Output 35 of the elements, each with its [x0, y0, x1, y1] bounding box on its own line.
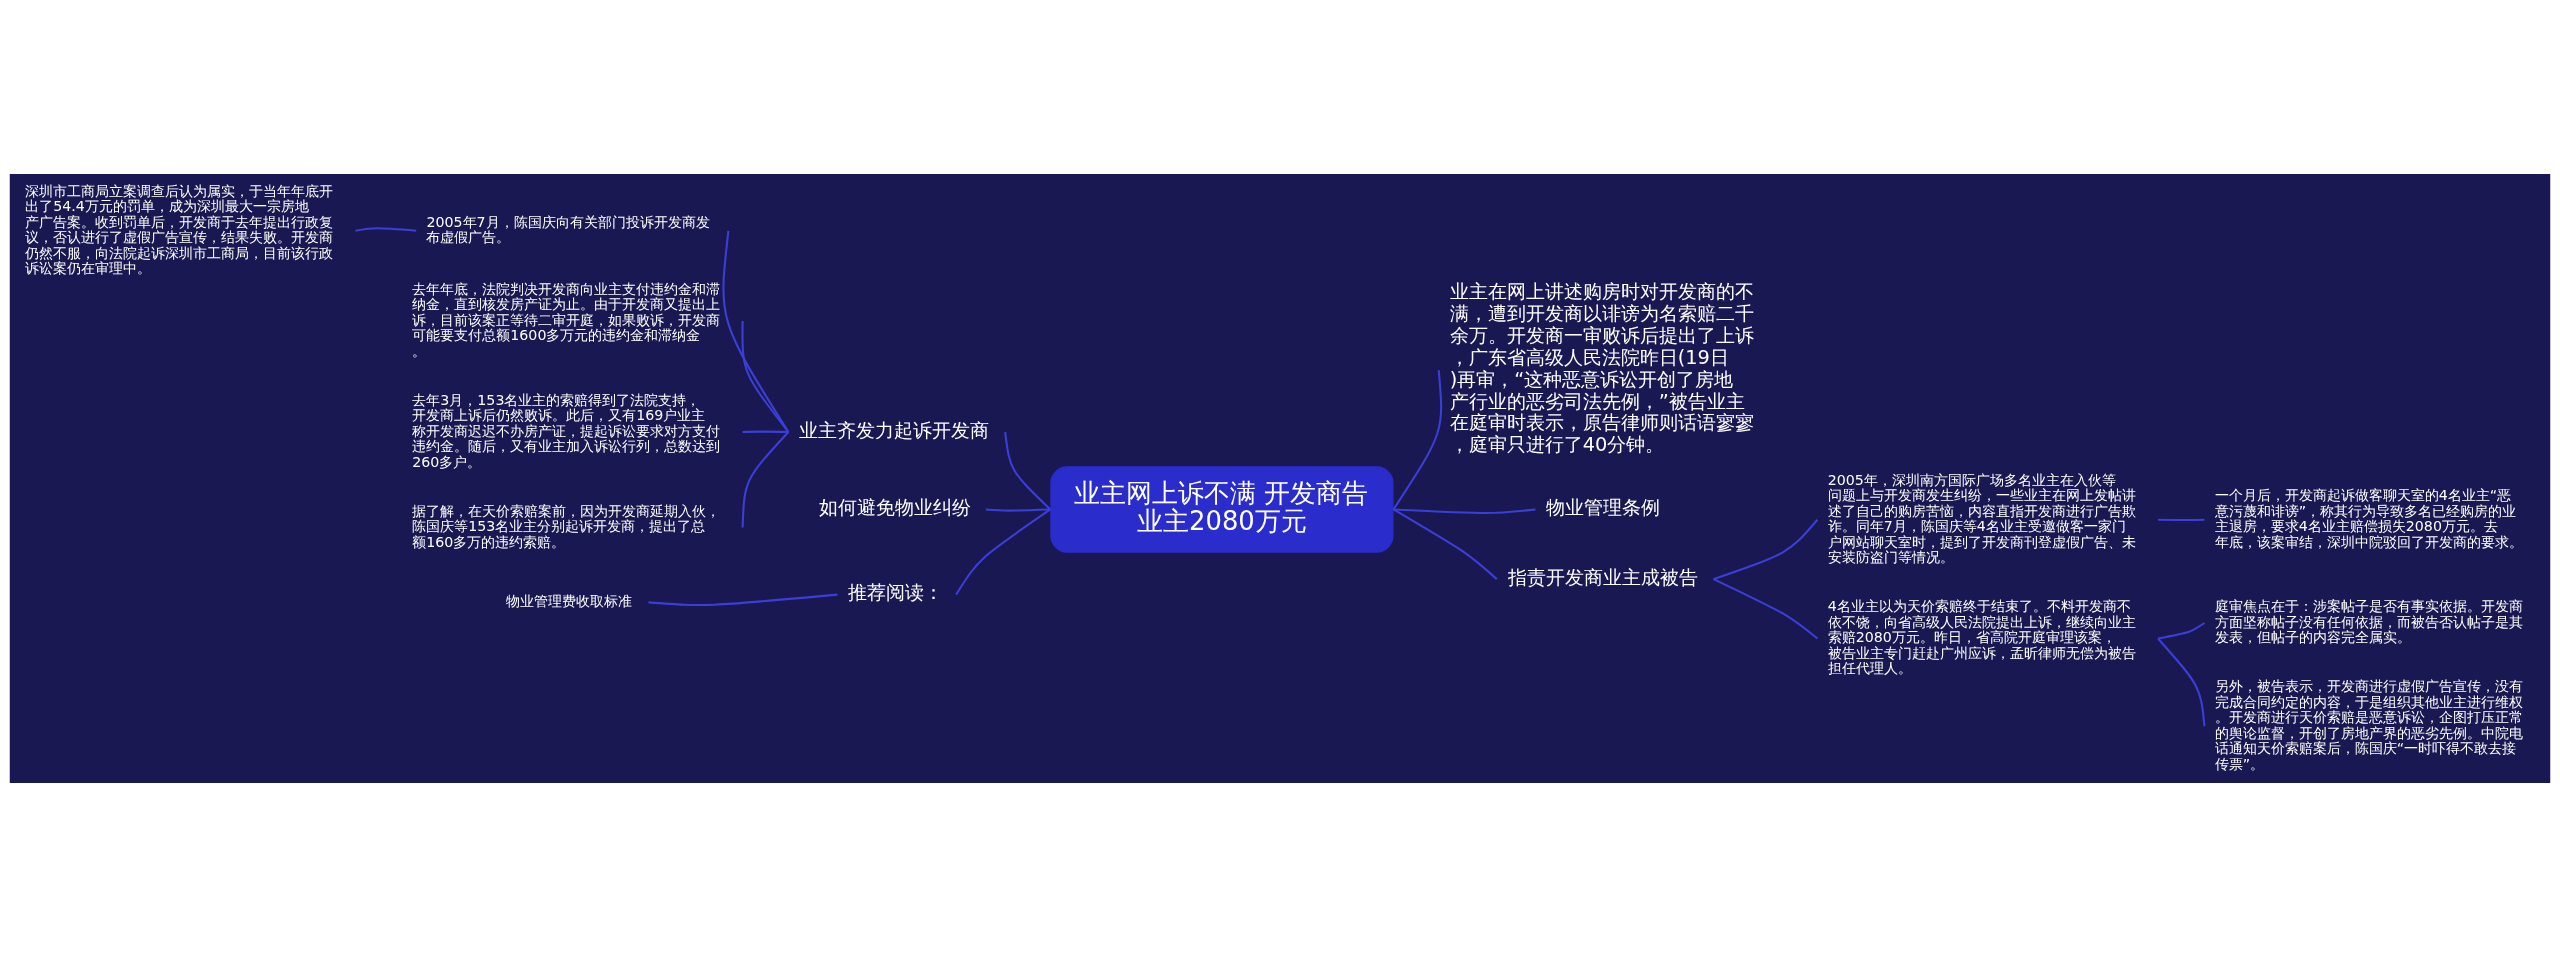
- connector: [985, 508, 1051, 512]
- node-text: 业主齐发力起诉开发商: [799, 418, 990, 442]
- connector: [2157, 637, 2206, 727]
- connector: [2158, 518, 2205, 522]
- node-text: 据了解，在天价索赔案前，因为开发商延期入伙，陈国庆等153名业主分别起诉开发商，提出了总额160多万的违约索赔。: [412, 502, 721, 550]
- connector: [955, 508, 1051, 596]
- node-text: 推荐阅读：: [847, 581, 943, 605]
- connector: [1393, 508, 1536, 514]
- node-box: 业主网上诉不满 开发商告业主2080万元: [1050, 466, 1394, 553]
- node-text: 指责开发商业主成被告: [1507, 565, 1698, 589]
- connector: [741, 321, 790, 433]
- node-text: 一个月后，开发商起诉做客聊天室的4名业主“恶意污蔑和诽谤”，称其行为导致多名已经购房的业主退房，要求4名业主赔偿损失2080万元。去年底，该案审结，深圳中院驳回了开发商的要求。: [2214, 487, 2523, 550]
- connector: [2157, 622, 2206, 640]
- node-text: 4名业主以为天价索赔终于结束了。不料开发商不依不饶，向省高级人民法院提出上诉，继续向业主索赔2080万元。昨日，省高院开庭审理该案，被告业主专门赶赴广州应诉，孟昕律师无偿为被告担任代理人。: [1827, 598, 2136, 677]
- node-text: 去年3月，153名业主的索赔得到了法院支持，开发商上诉后仍然败诉。此后，又有169户业主称开发商迟迟不办房产证，提起诉讼要求对方支付违约金。随后，又有业主加入诉讼行列，总数达到260多户。: [412, 391, 721, 470]
- connector: [1713, 578, 1819, 640]
- connector: [722, 230, 790, 433]
- connector: [1392, 370, 1443, 511]
- node-text: 庭审焦点在于：涉案帖子是否有事实依据。开发商方面坚称帖子没有任何依据，而被告否认帖子是其发表，但帖子的内容完全属实。: [2214, 598, 2523, 646]
- node-text: 深圳市工商局立案调查后认为属实，于当年年底开出了54.4万元的罚单，成为深圳最大一宗房地产广告案。收到罚单后，开发商于去年提出行政复议，否认进行了虚假广告宣传，结果失败。开发商仍然不服，向法院起诉深圳市工商局，目前该行政诉讼案仍在审理中。: [25, 182, 334, 277]
- node-text: 物业管理条例: [1546, 495, 1661, 519]
- node-text: 业主在网上讲述购房时对开发商的不满，遭到开发商以诽谤为名索赔二千余万。开发商一审败诉后提出了上诉，广东省高级人民法院昨日(19日)再审，“这种恶意诉讼开创了房地产行业的恶劣司法先例，”被告业主在庭审时表示，原告律师则话语寥寥，庭审只进行了40分钟。: [1449, 279, 1754, 457]
- connector: [742, 430, 789, 434]
- connector: [1004, 431, 1052, 511]
- connector: [648, 593, 838, 606]
- connector: [1713, 519, 1819, 581]
- connector: [355, 227, 417, 232]
- connector: [741, 431, 790, 528]
- connector: [1393, 508, 1498, 580]
- node-text: 另外，被告表示，开发商进行虚假广告宣传，没有完成合同约定的内容，于是组织其他业主进行维权。开发商进行天价索赔是恶意诉讼，企图打压正常的舆论监督，开创了房地产界的恶劣先例。中院电话通知天价索赔案后，陈国庆“一时吓得不敢去接传票”。: [2214, 678, 2523, 772]
- node-text: 如何避免物业纠纷: [818, 495, 971, 519]
- node-text: 物业管理费收取标准: [506, 592, 633, 609]
- node-text: 2005年7月，陈国庆向有关部门投诉开发商发布虚假广告。: [426, 213, 710, 246]
- node-text: 去年年底，法院判决开发商向业主支付违约金和滞纳金，直到核发房产证为止。由于开发商又提出上诉，目前该案正等待二审开庭，如果败诉，开发商可能要支付总额1600多万元的违约金和滞纳金。: [412, 280, 721, 359]
- node-text: 2005年，深圳南方国际广场多名业主在入伙等问题上与开发商发生纠纷，一些业主在网上发帖讲述了自己的购房苦恼，内容直指开发商进行广告欺诈。同年7月，陈国庆等4名业主受邀做客一家门户网站聊天室时，提到了开发商刊登虚假广告、未安装防盗门等情况。: [1827, 471, 2136, 566]
